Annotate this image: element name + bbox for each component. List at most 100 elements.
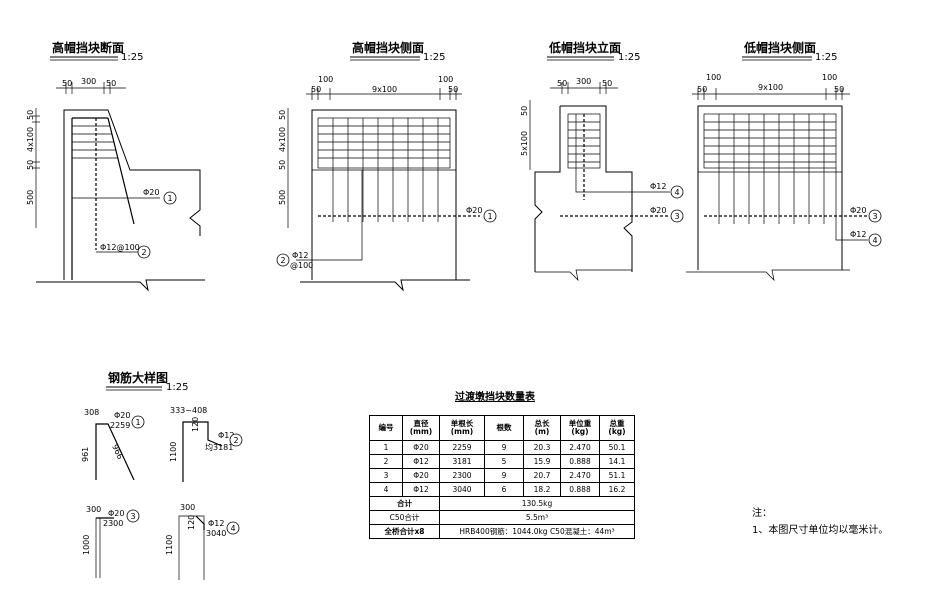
svg-text:300: 300 [81, 77, 96, 86]
svg-text:50: 50 [278, 160, 287, 170]
callout-circle [131, 415, 145, 429]
col-header: 总长(m) [523, 415, 561, 441]
svg-text:3040: 3040 [206, 529, 226, 538]
table-header-row: 编号 直径(mm) 单根长(mm) 根数 总长(m) 单位重(kg) 总重(kg… [369, 415, 635, 441]
svg-text:50: 50 [26, 110, 35, 120]
svg-text:Φ12: Φ12 [650, 182, 666, 191]
svg-text:1000: 1000 [82, 535, 91, 555]
svg-text:50: 50 [557, 79, 567, 88]
callout-circle [226, 521, 240, 535]
view-title: 低帽挡块立面 [548, 40, 621, 55]
col-header: 根数 [484, 415, 524, 441]
view-scale: 1:25 [121, 52, 143, 63]
callout-circle [229, 433, 243, 447]
svg-text:50: 50 [520, 106, 529, 116]
view-title: 高帽挡块断面 [52, 40, 124, 55]
svg-text:50: 50 [448, 85, 458, 94]
svg-text:100: 100 [438, 75, 453, 84]
svg-text:50: 50 [602, 79, 612, 88]
svg-text:4: 4 [873, 236, 878, 245]
svg-text:9x100: 9x100 [372, 85, 397, 94]
svg-text:1100: 1100 [165, 535, 174, 555]
callout-circle [868, 233, 882, 247]
view-high-cap-side: 高帽挡块侧面 1:25 100 50 9x100 100 50 50 4x100… [276, 40, 497, 292]
svg-text:120: 120 [187, 515, 196, 530]
callout-circle [670, 185, 684, 199]
svg-text:Φ20: Φ20 [108, 509, 124, 518]
svg-text:@100: @100 [290, 261, 313, 270]
svg-text:50: 50 [278, 110, 287, 120]
quantity-table: 编号 直径(mm) 单根长(mm) 根数 总长(m) 单位重(kg) 总重(kg… [369, 415, 635, 539]
svg-text:5x100: 5x100 [520, 131, 529, 156]
svg-text:1:25: 1:25 [166, 382, 188, 393]
svg-text:Φ20: Φ20 [114, 411, 130, 420]
svg-text:50: 50 [26, 160, 35, 170]
svg-text:3: 3 [131, 512, 136, 521]
notes-heading: 注： [752, 508, 772, 519]
svg-text:120: 120 [191, 417, 200, 432]
svg-text:2: 2 [234, 436, 239, 445]
svg-text:Φ20: Φ20 [143, 188, 159, 197]
col-header: 编号 [369, 415, 403, 441]
callout-circle [868, 209, 882, 223]
svg-text:2259: 2259 [110, 421, 130, 430]
svg-text:Φ12: Φ12 [218, 431, 234, 440]
rebar-2: 333~408 120 Φ12 均3181 2 1100 [169, 406, 243, 482]
table-title: 过渡墩挡块数量表 [455, 392, 535, 403]
svg-text:1:25: 1:25 [618, 52, 640, 63]
svg-text:Φ12: Φ12 [208, 519, 224, 528]
svg-text:Φ12: Φ12 [850, 230, 866, 239]
svg-text:Φ12: Φ12 [292, 251, 308, 260]
svg-text:1: 1 [168, 194, 173, 203]
callout-circle [163, 191, 177, 205]
view-high-cap-section: 高帽挡块断面 1:25 50 300 50 50 4x100 50 500 Φ2… [26, 40, 205, 292]
svg-text:333~408: 333~408 [170, 406, 207, 415]
detail-title: 钢筋大样图 [108, 370, 168, 385]
svg-text:Φ20: Φ20 [650, 206, 666, 215]
callout-circle [137, 245, 151, 259]
rebar-1: 308 Φ20 2259 1 961 966 [81, 408, 145, 481]
svg-text:1: 1 [136, 418, 141, 427]
svg-text:3: 3 [873, 212, 878, 221]
svg-text:300: 300 [180, 503, 195, 512]
col-header: 单位重(kg) [560, 415, 600, 441]
svg-text:4: 4 [231, 524, 236, 533]
rebar-3: 300 Φ20 2300 3 1000 [82, 505, 140, 578]
note-item: 1、本图尺寸单位均以毫米计。 [752, 525, 889, 536]
col-header: 总重(kg) [599, 415, 635, 441]
svg-text:1: 1 [488, 212, 493, 221]
view-low-cap-side: 低帽挡块侧面 1:25 100 50 9x100 100 50 Φ20 3 Φ1… [686, 40, 882, 282]
svg-text:2300: 2300 [103, 519, 123, 528]
svg-text:500: 500 [26, 190, 35, 205]
svg-text:300: 300 [86, 505, 101, 514]
table-concrete-row: C50合计 5.5m³ [369, 510, 635, 525]
table-total-row: 全桥合计x8 HRB400钢筋：1044.0kg C50混凝土：44m³ [369, 524, 635, 539]
svg-text:Φ20: Φ20 [466, 206, 482, 215]
svg-text:1:25: 1:25 [815, 52, 837, 63]
svg-text:Φ12@100: Φ12@100 [100, 243, 140, 252]
table-subtotal-row: 合计 130.5kg [369, 496, 635, 511]
rebar-4: 300 120 Φ12 3040 4 1100 [165, 503, 240, 580]
col-header: 直径(mm) [402, 415, 440, 441]
svg-text:500: 500 [278, 190, 287, 205]
svg-text:Φ20: Φ20 [850, 206, 866, 215]
col-header: 单根长(mm) [439, 415, 485, 441]
svg-text:961: 961 [81, 447, 90, 462]
svg-text:50: 50 [834, 85, 844, 94]
svg-text:4x100: 4x100 [26, 127, 35, 152]
svg-text:3: 3 [675, 212, 680, 221]
callout-circle [126, 509, 140, 523]
svg-text:2: 2 [142, 248, 147, 257]
svg-text:50: 50 [697, 85, 707, 94]
svg-text:1:25: 1:25 [423, 52, 445, 63]
svg-text:9x100: 9x100 [758, 83, 783, 92]
svg-text:50: 50 [311, 85, 321, 94]
svg-text:1100: 1100 [169, 442, 178, 462]
svg-text:966: 966 [110, 443, 125, 461]
svg-text:100: 100 [822, 73, 837, 82]
callout-circle [276, 253, 290, 267]
